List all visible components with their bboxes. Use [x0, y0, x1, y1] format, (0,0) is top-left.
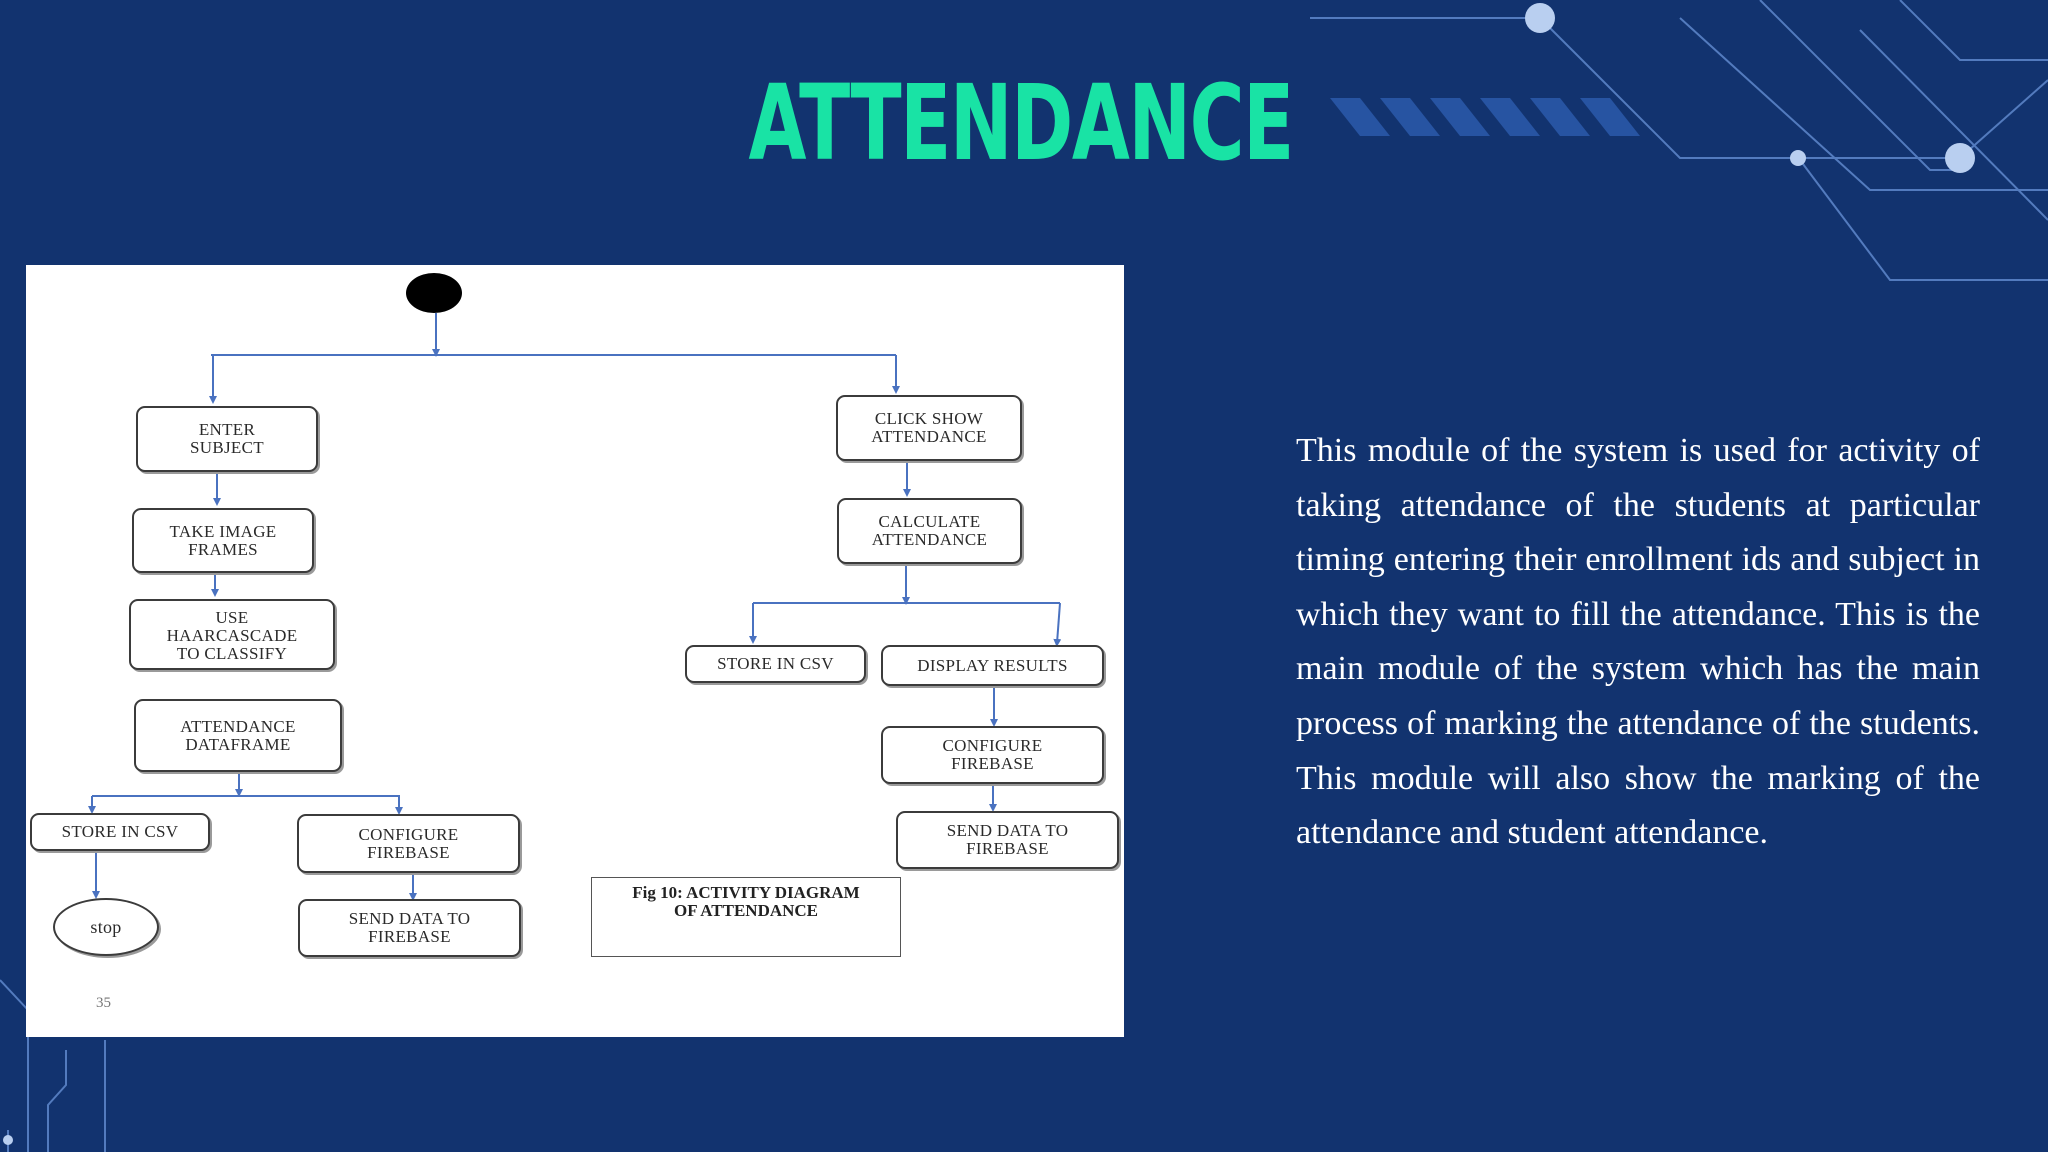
activity-send-data-left: SEND DATA TO FIREBASE: [298, 899, 521, 957]
activity-diagram: ENTER SUBJECT TAKE IMAGE FRAMES USE HAAR…: [26, 265, 1124, 1037]
activity-use-haarcascade: USE HAARCASCADE TO CLASSIFY: [129, 599, 335, 670]
activity-take-image-frames: TAKE IMAGE FRAMES: [132, 508, 314, 573]
activity-store-in-csv-left: STORE IN CSV: [30, 813, 210, 851]
activity-click-show-attendance: CLICK SHOW ATTENDANCE: [836, 395, 1022, 461]
figure-caption: Fig 10: ACTIVITY DIAGRAM OF ATTENDANCE: [591, 877, 901, 957]
activity-stop: stop: [53, 898, 159, 956]
activity-display-results: DISPLAY RESULTS: [881, 645, 1104, 686]
activity-attendance-dataframe: ATTENDANCE DATAFRAME: [134, 699, 342, 772]
activity-enter-subject: ENTER SUBJECT: [136, 406, 318, 472]
diagram-connectors: [88, 273, 1062, 901]
activity-store-in-csv-right: STORE IN CSV: [685, 645, 866, 683]
activity-send-data-right: SEND DATA TO FIREBASE: [896, 811, 1119, 869]
activity-calculate-attendance: CALCULATE ATTENDANCE: [837, 498, 1022, 564]
activity-configure-firebase-right: CONFIGURE FIREBASE: [881, 726, 1104, 784]
start-node: [406, 273, 462, 313]
page-number: 35: [96, 995, 111, 1011]
page-title: ATTENDANCE: [748, 62, 1294, 184]
module-description: This module of the system is used for ac…: [1296, 432, 1980, 852]
activity-configure-firebase-left: CONFIGURE FIREBASE: [297, 814, 520, 873]
